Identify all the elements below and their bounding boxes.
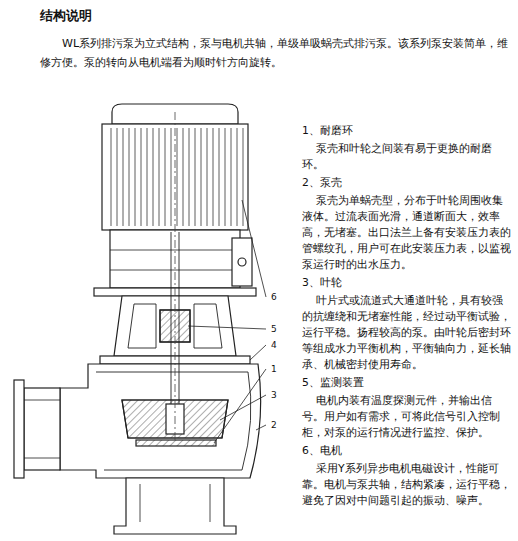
section-text: 泵壳为单蜗壳型，分布于叶轮周围收集液体。过流表面光滑，通道断面大，效率高，无堵塞… — [302, 193, 513, 273]
terminal-box — [232, 238, 252, 286]
wear-ring — [136, 440, 216, 446]
callout-number: 4 — [270, 340, 278, 350]
section-heading: 2、泵壳 — [302, 175, 513, 191]
section-text: 泵壳和叶轮之间装有易于更换的耐磨环。 — [302, 141, 513, 173]
shaft-centerline — [175, 112, 176, 440]
callout-number: 5 — [270, 324, 278, 334]
section-text: 采用Y系列异步电机电磁设计，性能可靠。电机与泵共轴，结构紧凑，运行平稳，避免了因… — [302, 461, 513, 509]
section-heading: 6、电机 — [302, 443, 513, 459]
callout-number: 1 — [270, 364, 278, 374]
leader-lines — [188, 200, 266, 443]
callout-number: 6 — [270, 292, 278, 302]
section-text: 叶片式或流道式大通道叶轮，具有较强的抗缠绕和无堵塞性能，经过动平衡试验，运行平稳… — [302, 293, 513, 373]
pump-base — [114, 478, 236, 534]
section-text: 电机内装有温度探测元件，并输出信号。用户如有需求，可将此信号引入控制柜，对泵的运… — [302, 393, 513, 441]
pump-casing — [14, 364, 261, 478]
section-heading: 5、监测装置 — [302, 375, 513, 391]
callout-number: 3 — [270, 390, 278, 400]
shaft — [171, 232, 172, 404]
description-column: 1、耐磨环泵壳和叶轮之间装有易于更换的耐磨环。 2、泵壳泵壳为单蜗壳型，分布于叶轮… — [302, 121, 513, 509]
intro-paragraph: WL系列排污泵为立式结构，泵与电机共轴，单级单吸蜗壳式排污泵。该系列泵安装简单，… — [40, 34, 510, 72]
callout-number: 2 — [270, 420, 278, 430]
page-title: 结构说明 — [40, 8, 92, 25]
section-heading: 1、耐磨环 — [302, 123, 513, 139]
section-heading: 3、叶轮 — [302, 275, 513, 291]
